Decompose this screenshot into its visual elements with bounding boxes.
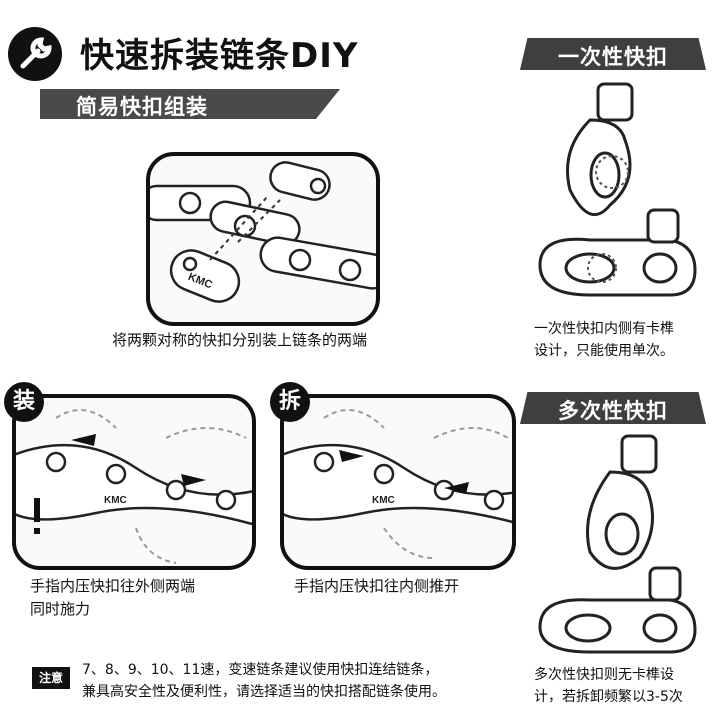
page-subtitle: 简易快扣组装 <box>76 95 208 119</box>
multi-use-caption-line1: 多次性快扣则无卡榫设 <box>534 667 674 683</box>
single-use-link-illustration <box>530 80 705 310</box>
single-use-header-bar <box>520 38 706 70</box>
install-panel: KMC <box>12 394 256 570</box>
note-line1: 7、8、9、10、11速，变速链条建议使用快扣连结链条， <box>82 662 439 678</box>
assembly-caption: 将两颗对称的快扣分别装上链条的两端 <box>112 331 368 349</box>
single-use-caption-line1: 一次性快扣内侧有卡榫 <box>534 321 674 337</box>
remove-illustration: KMC <box>284 409 512 559</box>
note-badge: 注意 <box>32 667 70 689</box>
chain-assembly-illustration: KMC <box>150 161 376 303</box>
single-use-caption-line2: 设计，只能使用单次。 <box>534 343 674 359</box>
multi-use-header-bar <box>520 392 706 424</box>
note-line2: 兼具高安全性及便利性，请选择适当的快扣搭配链条使用。 <box>82 684 446 700</box>
install-illustration: KMC <box>16 409 252 564</box>
remove-caption: 手指内压快扣往内侧推开 <box>294 577 460 595</box>
remove-badge: 拆 <box>270 382 310 422</box>
assembly-panel: KMC <box>146 152 380 326</box>
exclamation-icon <box>34 498 40 534</box>
install-caption-line2: 同时施力 <box>30 600 91 618</box>
kmc-brand-label: KMC <box>372 495 395 506</box>
install-caption-line1: 手指内压快扣往外侧两端 <box>30 577 196 595</box>
page-title: 快速拆装链条DIY <box>80 36 359 76</box>
subtitle-bar <box>40 89 340 119</box>
multi-use-caption-line2: 计，若拆卸频繁以3-5次 <box>534 689 683 705</box>
install-badge: 装 <box>4 382 44 422</box>
kmc-brand-label: KMC <box>104 495 127 506</box>
wrench-icon <box>8 27 62 81</box>
remove-panel: KMC <box>280 394 516 570</box>
note-text: 7、8、9、10、11速，变速链条建议使用快扣连结链条， 兼具高安全性及便利性，… <box>82 659 502 703</box>
multi-use-link-illustration <box>530 432 705 657</box>
single-use-header: 一次性快扣 <box>558 45 668 69</box>
multi-use-header: 多次性快扣 <box>558 399 668 423</box>
